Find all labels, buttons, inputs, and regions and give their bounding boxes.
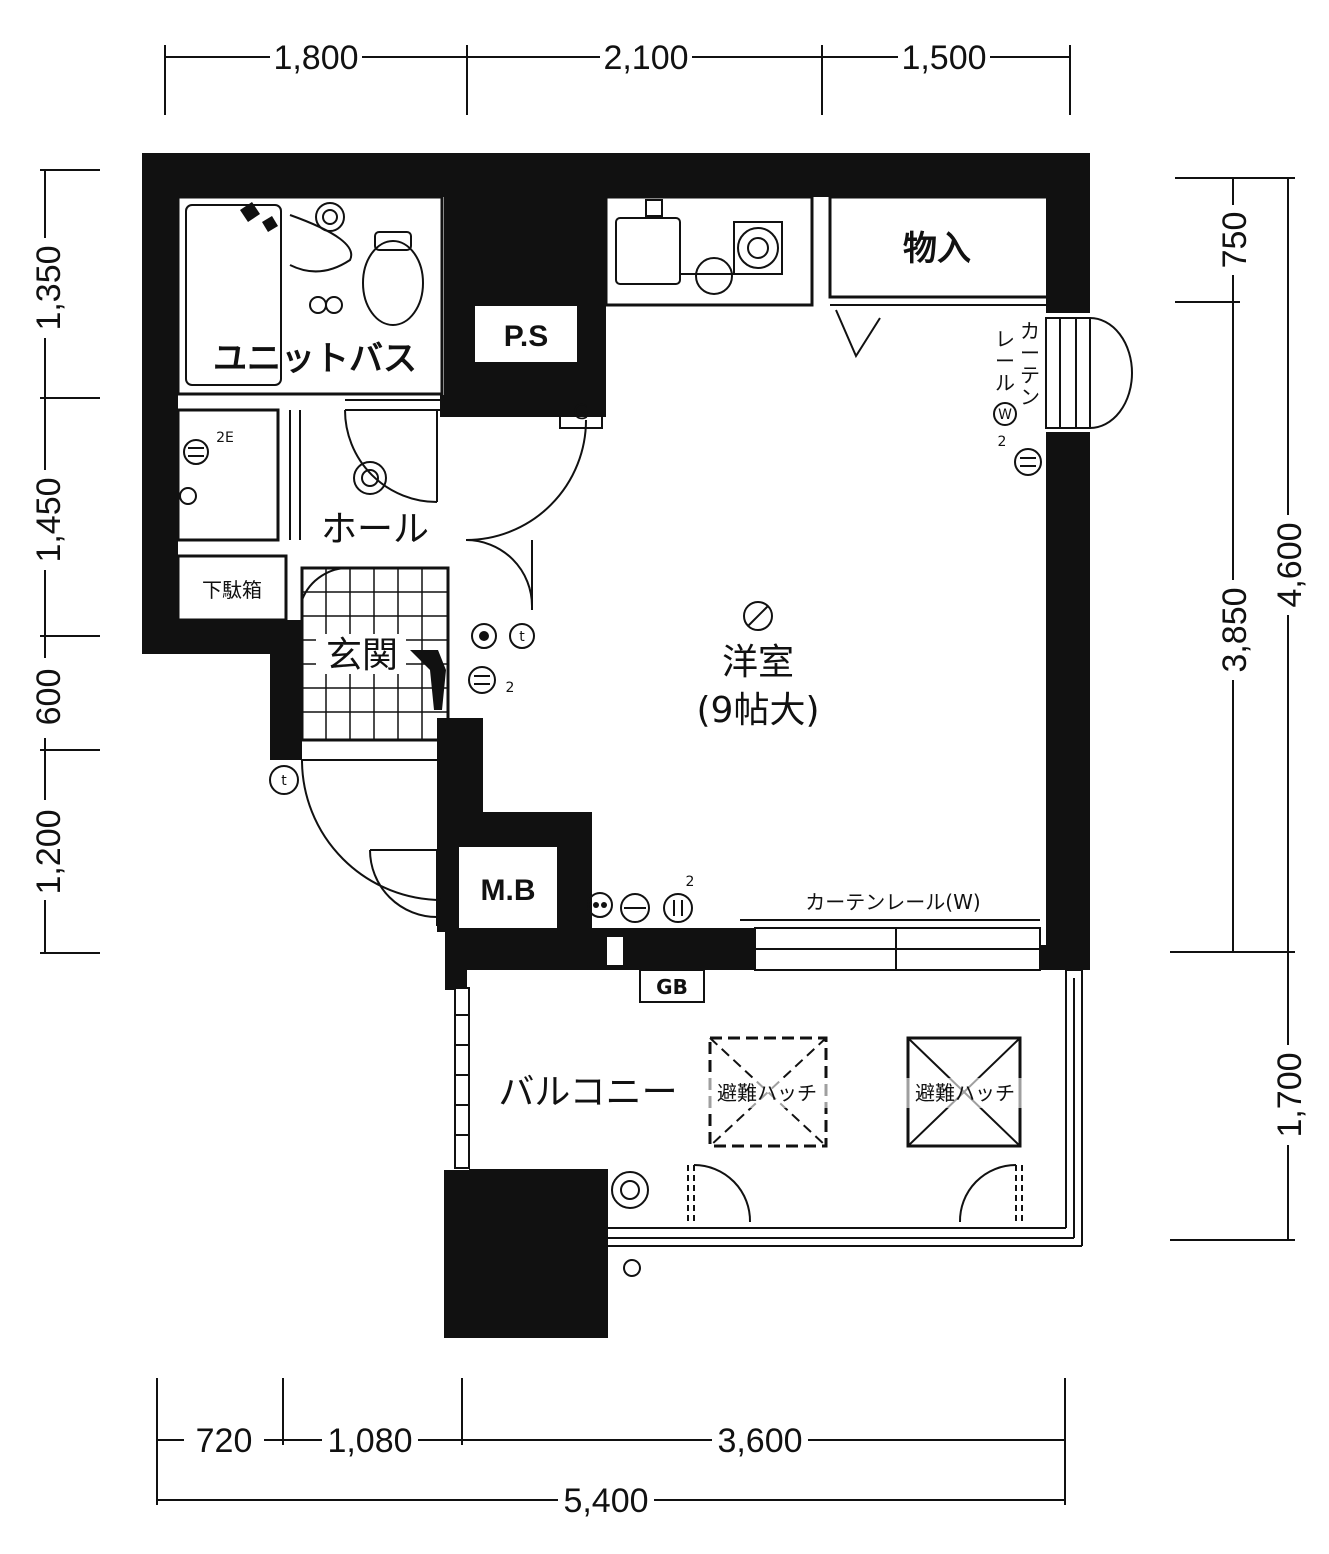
dim-right-3: 1,700: [1271, 1052, 1309, 1137]
curtain-rail-right-char-7: ル: [995, 371, 1015, 395]
entrance: 玄関: [300, 566, 450, 742]
dim-bottom-1: 720: [196, 1422, 253, 1460]
mb-label: M.B: [481, 874, 536, 907]
curtain-rail-right: カ ー テ ン レ ー ル W 2: [993, 319, 1042, 476]
storage-label: 物入: [903, 229, 971, 269]
dim-bottom-total: 5,400: [563, 1482, 648, 1520]
shoe-box-label: 下駄箱: [202, 578, 262, 602]
shoe-box: 下駄箱: [176, 554, 288, 622]
curtain-rail-right-char-2: ー: [1020, 341, 1040, 365]
dim-right-outer: 4,600: [1271, 522, 1309, 607]
w-mark: W: [998, 407, 1012, 423]
tel-mark-2: t: [281, 773, 287, 789]
curtain-rail-right-char-6: ー: [995, 349, 1015, 373]
curtain-rail-right-char-3: テ: [1020, 363, 1040, 387]
hall: ホール: [321, 399, 587, 610]
dim-bottom-2: 1,080: [327, 1422, 412, 1460]
hatch-1-label: 避難ハッチ: [717, 1081, 817, 1105]
wash-area: 2E: [176, 408, 301, 542]
unit-bath: ユニットバス: [176, 195, 444, 396]
unit-bath-label: ユニットバス: [213, 339, 417, 379]
dim-top-2: 2,100: [603, 39, 688, 77]
outlet-2-room: 2: [686, 874, 695, 890]
top-dimensions: 1,800 2,100 1,500: [164, 35, 1071, 115]
dim-top-3: 1,500: [901, 39, 986, 77]
tel-mark-1: t: [519, 629, 525, 645]
kitchen: [604, 195, 814, 307]
dim-left-4: 1,200: [30, 809, 68, 894]
outlet-2-entrance: 2: [506, 680, 515, 696]
dim-right-2: 3,850: [1216, 587, 1254, 672]
curtain-rail-right-char-1: カ: [1020, 319, 1040, 343]
outlet-2e: 2E: [216, 430, 234, 446]
entrance-label: 玄関: [326, 635, 398, 676]
dim-top-1: 1,800: [273, 39, 358, 77]
outlet-2-right: 2: [998, 434, 1007, 450]
gb-box: GB: [639, 969, 705, 1003]
bottom-dimensions: 720 1,080 3,600 5,400: [156, 1378, 1066, 1522]
western-room-size: (9帖大): [697, 690, 820, 731]
right-window: [1045, 317, 1133, 429]
gas-box: G: [466, 391, 606, 429]
ps-label: P.S: [504, 320, 549, 353]
balcony: バルコニー 避難ハッチ 避難ハッチ: [454, 969, 1083, 1277]
right-dimensions: 750 3,850 1,700 4,600: [1170, 177, 1311, 1241]
dim-left-3: 600: [30, 669, 68, 726]
balcony-window: カーテンレール(W): [740, 890, 1041, 971]
curtain-rail-bottom: カーテンレール(W): [805, 890, 980, 914]
hall-label: ホール: [321, 509, 429, 550]
western-room: 洋室 (9帖大): [697, 601, 820, 731]
storage: 物入: [828, 195, 1052, 359]
balcony-label: バルコニー: [498, 1072, 677, 1113]
switches: t 2: [468, 623, 535, 696]
curtain-rail-right-char-5: レ: [995, 327, 1015, 351]
western-room-label: 洋室: [722, 642, 794, 683]
front-door: t: [269, 759, 443, 926]
dim-left-1: 1,350: [30, 245, 68, 330]
walls: [142, 153, 1090, 1338]
dim-left-2: 1,450: [30, 477, 68, 562]
curtain-rail-right-char-4: ン: [1020, 385, 1040, 409]
gb-label: GB: [656, 975, 688, 999]
room-outlets: 2: [587, 874, 695, 923]
gas-label: G: [573, 400, 589, 424]
dim-right-1: 750: [1216, 212, 1254, 269]
left-dimensions: 1,350 1,450 600 1,200: [22, 169, 100, 954]
hatch-2-label: 避難ハッチ: [915, 1081, 1015, 1105]
dim-bottom-3: 3,600: [717, 1422, 802, 1460]
